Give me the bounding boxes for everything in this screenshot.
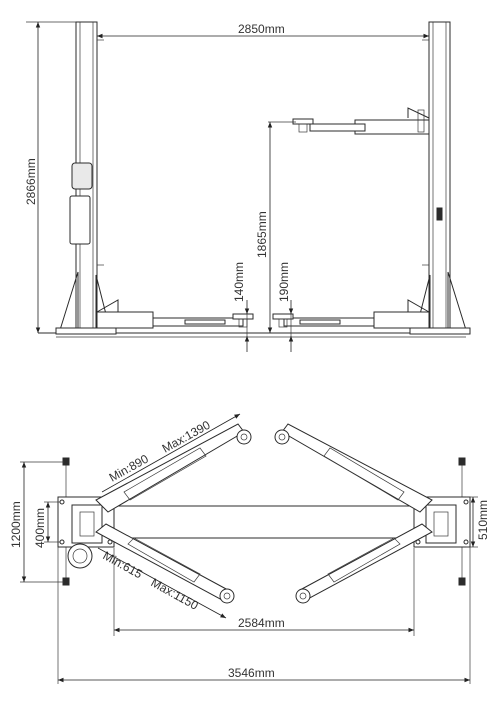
right-arm-lowered [272,299,430,329]
base-height-label: 190mm [277,262,291,302]
motor-top-icon [67,543,93,569]
power-unit-icon [69,195,91,245]
span-between-posts-label: 2850mm [238,22,285,36]
front-left-pad [236,429,252,445]
motor-icon [71,162,93,190]
arm-rear-right [295,523,433,604]
rear-left-pad [219,588,235,604]
left-column [69,21,104,333]
rear-right-pad [295,588,311,604]
right-column [422,21,451,333]
base-depth-label: 1200mm [9,501,23,548]
side-view: 2850mm 2866mm 1865mm 140mm 190mm [24,21,471,352]
overall-width-label: 3546mm [228,666,275,680]
control-box-icon [436,207,443,221]
top-view: Min:890 Max:1390 Min:615 Max:1150 1200mm… [9,413,490,684]
left-arm-lowered [96,299,254,329]
overall-height-label: 2866mm [24,158,38,205]
left-lift-pad [232,313,254,320]
arm-rear-left [95,523,235,604]
right-lift-pad [272,313,294,320]
arm-front-left [95,423,252,513]
raised-lift-pad [292,118,314,125]
right-arm-raised [292,107,430,135]
min-pad-height-label: 140mm [232,262,246,302]
max-lift-height-label: 1865mm [255,211,269,258]
arm-front-right [274,423,433,513]
inner-width-label: 2584mm [238,616,285,630]
column-depth-right-label: 510mm [476,500,490,540]
column-depth-left-label: 400mm [33,508,47,548]
right-base-plate [413,496,471,548]
front-right-pad [274,429,290,445]
